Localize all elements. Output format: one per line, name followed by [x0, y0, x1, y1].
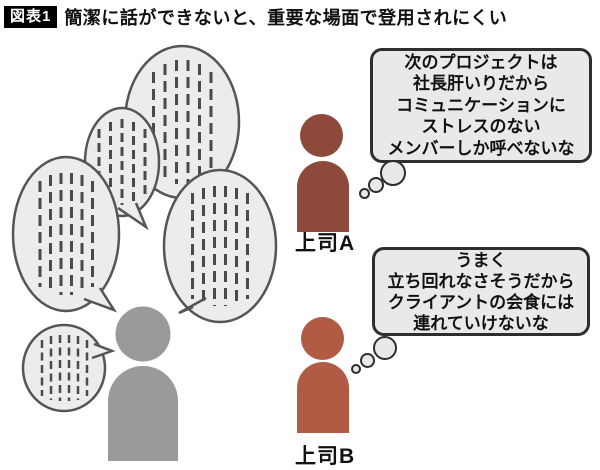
thought-trail-bubble: [360, 353, 375, 368]
speech-tail: [83, 287, 118, 313]
speech-tail: [117, 202, 149, 231]
boss-a-body-icon: [297, 161, 349, 232]
boss-b-label: 上司B: [295, 445, 356, 468]
speech-bubble-3: [11, 155, 121, 313]
thought-b-line: 連れていけないな: [413, 313, 549, 333]
boss-a-head-icon: [300, 114, 343, 157]
figure-number-badge: 図表1: [4, 6, 58, 28]
thought-a-line: メンバーしか呼べないな: [387, 138, 575, 158]
figure-title: 簡潔に話ができないと、重要な場面で登用されにくい: [64, 8, 508, 28]
thought-b-line: クライアントの会食には: [387, 292, 575, 312]
thought-bubble-boss-b: うまく 立ち回れなさそうだから クライアントの会食には 連れていけないな: [372, 247, 590, 336]
thought-bubble-boss-a: 次のプロジェクトは 社長肝いりだから コミュニケーションに ストレスのない メン…: [370, 48, 592, 163]
dash-text-lines: [38, 173, 94, 295]
thought-a-line: ストレスのない: [421, 117, 541, 137]
thought-trail-bubble: [351, 364, 361, 374]
figure-header: 図表1 簡潔に話ができないと、重要な場面で登用されにくい: [4, 4, 596, 30]
speaker-body: [108, 366, 178, 461]
dash-text-lines: [97, 119, 147, 205]
thought-a-line: 次のプロジェクトは: [404, 52, 558, 72]
thought-trail-bubble: [380, 160, 406, 186]
rambling-speaker-figure: [11, 44, 278, 461]
dash-text-lines: [40, 335, 89, 401]
speech-tail: [178, 296, 207, 315]
speech-tail: [91, 342, 116, 360]
speaker-head: [115, 306, 171, 362]
boss-b-head-icon: [301, 317, 344, 360]
thought-trail-bubble: [368, 177, 384, 193]
thought-trail-bubble: [359, 188, 370, 199]
thought-a-line: 社長肝いりだから: [413, 74, 549, 94]
thought-trail-bubble: [373, 336, 397, 360]
speaker-person-icon: [108, 306, 178, 461]
thought-b-line: 立ち回れなさそうだから: [387, 271, 575, 291]
dash-text-lines: [191, 186, 249, 306]
speech-bubble-4: [162, 168, 278, 324]
thought-a-line: コミュニケーションに: [396, 95, 566, 115]
boss-b-body-icon: [297, 362, 349, 433]
speech-bubble-5: [21, 323, 116, 413]
dash-text-lines: [152, 60, 213, 184]
thought-b-line: うまく: [455, 250, 507, 270]
boss-a-label: 上司A: [295, 232, 356, 255]
